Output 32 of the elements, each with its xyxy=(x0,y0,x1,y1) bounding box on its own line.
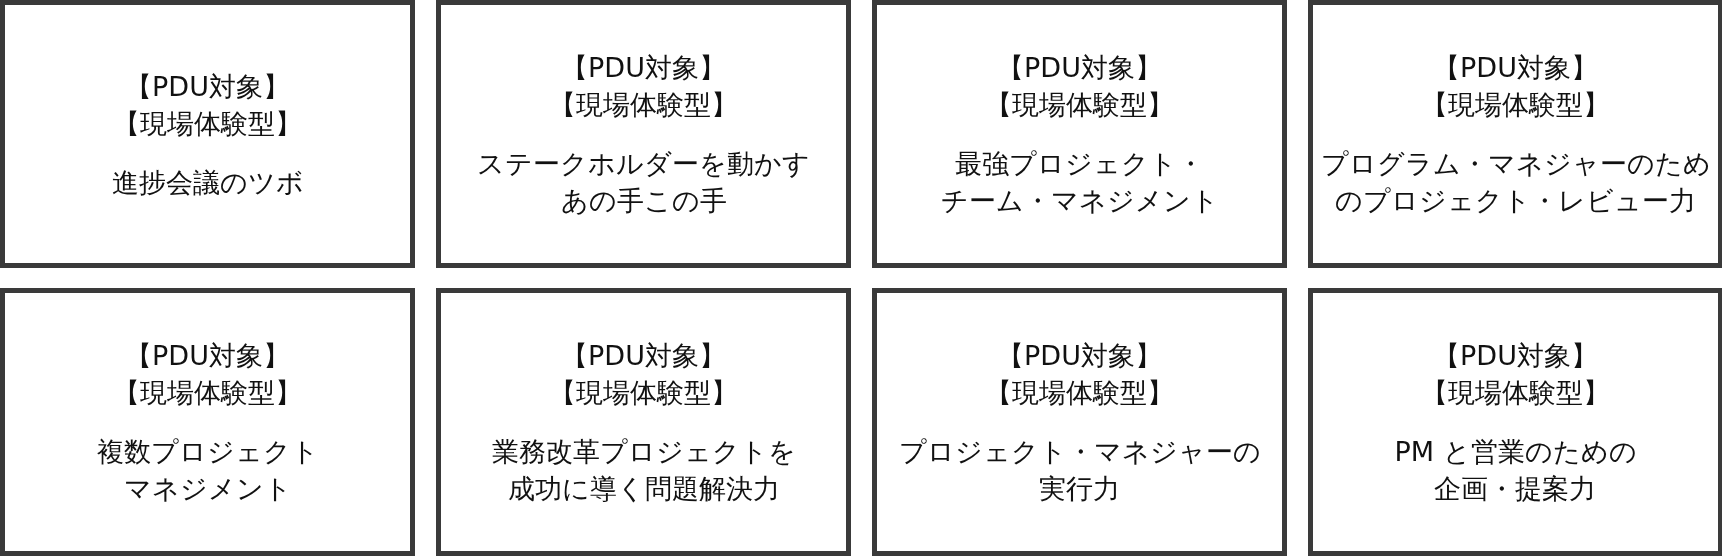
course-card xyxy=(872,0,1287,268)
course-title: 最強プロジェクト・チーム・マネジメント xyxy=(940,147,1219,218)
category-tag: 【現場体験型】 xyxy=(549,86,738,123)
course-card xyxy=(1308,0,1722,268)
course-title: 業務改革プロジェクトを成功に導く問題解決力 xyxy=(491,435,796,506)
course-title: プログラム・マネジャーのためのプロジェクト・レビュー力 xyxy=(1320,147,1711,218)
course-card xyxy=(1308,288,1722,556)
category-tag: 【PDU対象】 xyxy=(997,337,1162,374)
category-tag: 【PDU対象】 xyxy=(125,67,290,105)
course-card xyxy=(436,288,851,556)
category-tag: 【PDU対象】 xyxy=(561,337,726,374)
category-tag: 【PDU対象】 xyxy=(1433,49,1598,86)
course-title: 複数プロジェクトマネジメント xyxy=(96,435,319,506)
course-card xyxy=(0,0,415,268)
category-tag: 【PDU対象】 xyxy=(561,49,726,86)
category-tag: 【現場体験型】 xyxy=(985,86,1174,123)
category-tag: 【現場体験型】 xyxy=(113,104,302,142)
category-tag: 【PDU対象】 xyxy=(125,337,290,374)
category-tag: 【現場体験型】 xyxy=(113,374,302,411)
course-title: 進捗会議のツボ xyxy=(111,165,304,200)
course-card xyxy=(0,288,415,556)
course-title: プロジェクト・マネジャーの実行力 xyxy=(898,435,1261,506)
course-title: ステークホルダーを動かすあの手この手 xyxy=(477,147,810,218)
category-tag: 【現場体験型】 xyxy=(1421,374,1610,411)
course-card xyxy=(436,0,851,268)
category-tag: 【現場体験型】 xyxy=(549,374,738,411)
course-card xyxy=(872,288,1287,556)
category-tag: 【PDU対象】 xyxy=(997,49,1162,86)
category-tag: 【現場体験型】 xyxy=(1421,86,1610,123)
category-tag: 【PDU対象】 xyxy=(1433,337,1598,374)
course-title: PM と営業のための企画・提案力 xyxy=(1394,435,1637,506)
category-tag: 【現場体験型】 xyxy=(985,374,1174,411)
